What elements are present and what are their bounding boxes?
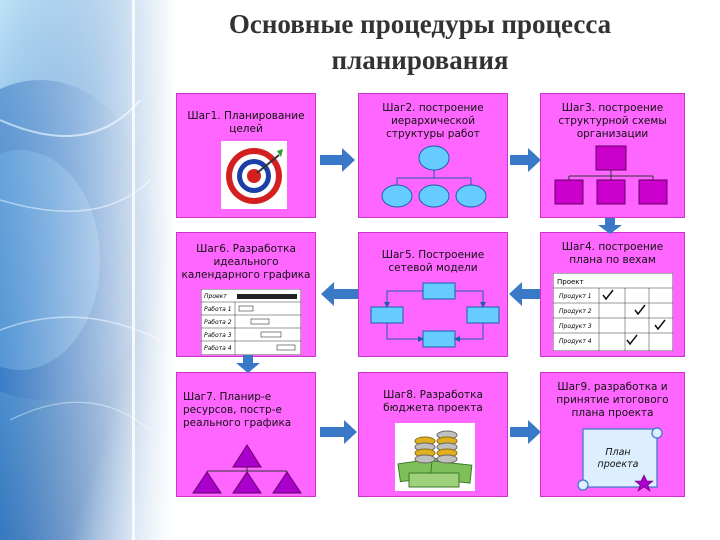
step9-box: Шаг9. разработка и принятие итогового пл…: [540, 372, 685, 497]
page-title: Основные процедуры процесса планирования: [228, 9, 612, 75]
arrow-step5-to-step6: [321, 282, 358, 306]
org-chart-icon: [554, 145, 668, 205]
gantt-row-4: Работа 4: [204, 345, 232, 352]
gantt-row-3: Работа 3: [204, 332, 232, 339]
arrow-step3-to-step4: [598, 218, 622, 234]
step1-box: Шаг1. Планирование целей: [176, 93, 316, 218]
step6-label: Шаг6. Разработка идеального календарного…: [181, 243, 311, 281]
step4-box: Шаг4. построение плана по вехам Проект П…: [540, 232, 685, 357]
star-icon: [634, 474, 654, 492]
step2-label: Шаг2. построение иерархической структуры…: [382, 102, 484, 140]
step9-label: Шаг9. разработка и принятие итогового пл…: [556, 381, 669, 419]
gantt-row-1: Работа 1: [204, 306, 232, 313]
milestone-chart-icon: Проект Продукт 1 Продукт 2 Продукт 3 Про…: [553, 273, 673, 351]
blue-tech-background-image: [0, 0, 175, 540]
step6-box: Шаг6. Разработка идеального календарного…: [176, 232, 316, 357]
check-icon: [626, 334, 638, 346]
left-decorative-panel: [0, 0, 175, 540]
arrow-step4-to-step5: [509, 282, 540, 306]
milestone-row-2: Продукт 2: [559, 308, 592, 315]
plan-scroll-text: План проекта: [597, 447, 639, 470]
check-icon: [654, 319, 666, 331]
milestone-row-4: Продукт 4: [559, 338, 592, 345]
gantt-row-2: Работа 2: [204, 319, 232, 326]
step8-box: Шаг8. Разработка бюджета проекта: [358, 372, 508, 497]
hierarchy-structure-icon: [381, 145, 487, 208]
arrow-step7-to-step8: [320, 420, 357, 444]
gantt-header: Проект: [204, 293, 227, 300]
check-icon: [602, 289, 614, 301]
step1-label: Шаг1. Планирование целей: [187, 110, 305, 135]
step8-label: Шаг8. Разработка бюджета проекта: [383, 389, 483, 414]
milestone-header: Проект: [557, 278, 584, 286]
check-icon: [634, 304, 646, 316]
plan-scroll-icon: [577, 427, 663, 492]
target-icon: [221, 141, 287, 209]
milestone-row-1: Продукт 1: [559, 293, 592, 300]
step5-box: Шаг5. Построение сетевой модели: [358, 232, 508, 357]
arrow-step2-to-step3: [510, 148, 541, 172]
gantt-chart-icon: Проект Работа 1 Работа 2 Работа 3 Работа…: [201, 289, 301, 355]
step3-label: Шаг3. построение структурной схемы орган…: [558, 102, 667, 140]
arrow-step8-to-step9: [510, 420, 541, 444]
resource-triangles-icon: [192, 444, 302, 494]
step5-label: Шаг5. Построение сетевой модели: [381, 249, 485, 274]
money-budget-icon: [395, 423, 475, 491]
step4-label: Шаг4. построение плана по вехам: [561, 241, 664, 266]
step7-box: Шаг7. Планир-е ресурсов, постр-е реально…: [176, 372, 316, 497]
arrow-step6-to-step7: [236, 355, 260, 373]
step7-label: Шаг7. Планир-е ресурсов, постр-е реально…: [183, 391, 292, 429]
step2-box: Шаг2. построение иерархической структуры…: [358, 93, 508, 218]
arrow-step1-to-step2: [320, 148, 355, 172]
step3-box: Шаг3. построение структурной схемы орган…: [540, 93, 685, 218]
milestone-row-3: Продукт 3: [559, 323, 592, 330]
network-model-icon: [370, 282, 500, 348]
